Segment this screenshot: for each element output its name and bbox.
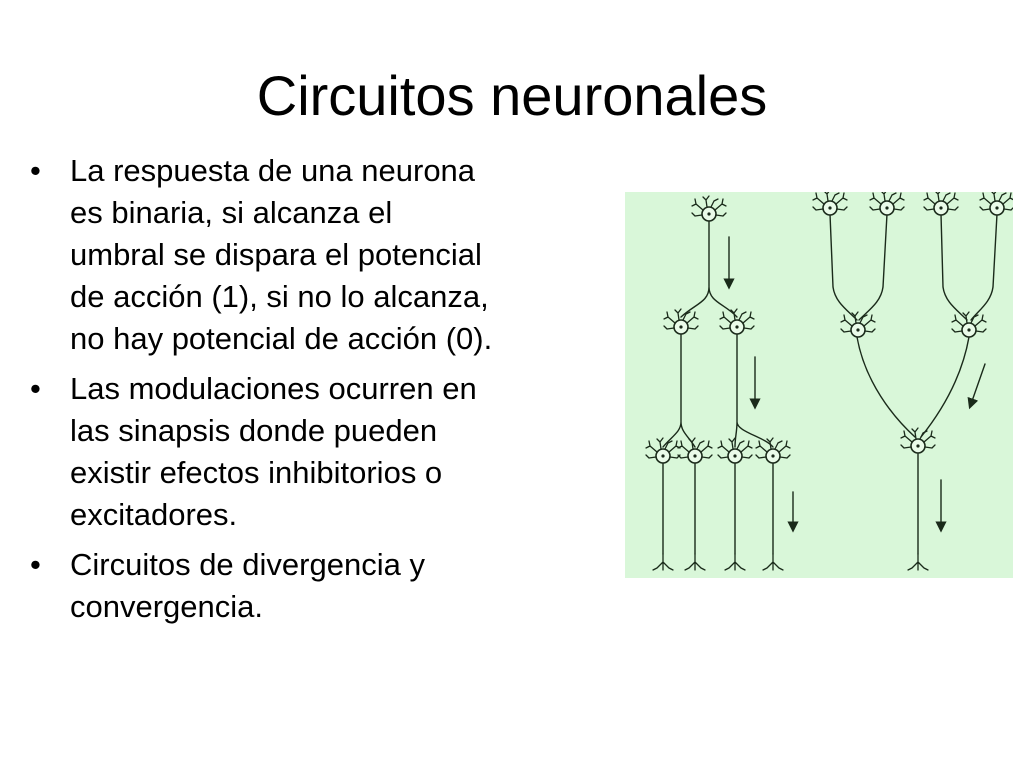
bullet-line: Las modulaciones ocurren en xyxy=(70,371,477,406)
divergence-circuit xyxy=(662,219,799,555)
bullet-icon: • xyxy=(30,371,41,406)
bullet-item-binary-response: • La respuesta de una neurona es binaria… xyxy=(30,150,630,360)
bullet-item-circuits: • Circuitos de divergencia y convergenci… xyxy=(30,544,630,628)
slide-title: Circuitos neuronales xyxy=(256,64,768,127)
bullet-line: es binaria, si alcanza el xyxy=(70,195,393,230)
figure-background xyxy=(625,192,1013,578)
bullet-icon: • xyxy=(30,153,41,188)
bullet-line: no hay potencial de acción (0). xyxy=(70,321,493,356)
bullet-line: La respuesta de una neurona xyxy=(70,153,476,188)
convergence-circuit xyxy=(829,213,998,555)
neuron-circuits-illustration xyxy=(625,192,1013,578)
bullet-line: Circuitos de divergencia y xyxy=(70,547,425,582)
bullet-icon: • xyxy=(30,547,41,582)
neuron-circuits-drawing xyxy=(625,192,1013,578)
bullet-line: excitadores. xyxy=(70,497,238,532)
bullet-item-modulations: • Las modulaciones ocurren en las sinaps… xyxy=(30,368,630,536)
bullet-line: convergencia. xyxy=(70,589,264,624)
bullet-line: las sinapsis donde pueden xyxy=(70,413,438,448)
bullet-list: • La respuesta de una neurona es binaria… xyxy=(30,150,630,636)
bullet-line: existir efectos inhibitorios o xyxy=(70,455,443,490)
bullet-line: umbral se dispara el potencial xyxy=(70,237,482,272)
bullet-line: de acción (1), si no lo alcanza, xyxy=(70,279,489,314)
